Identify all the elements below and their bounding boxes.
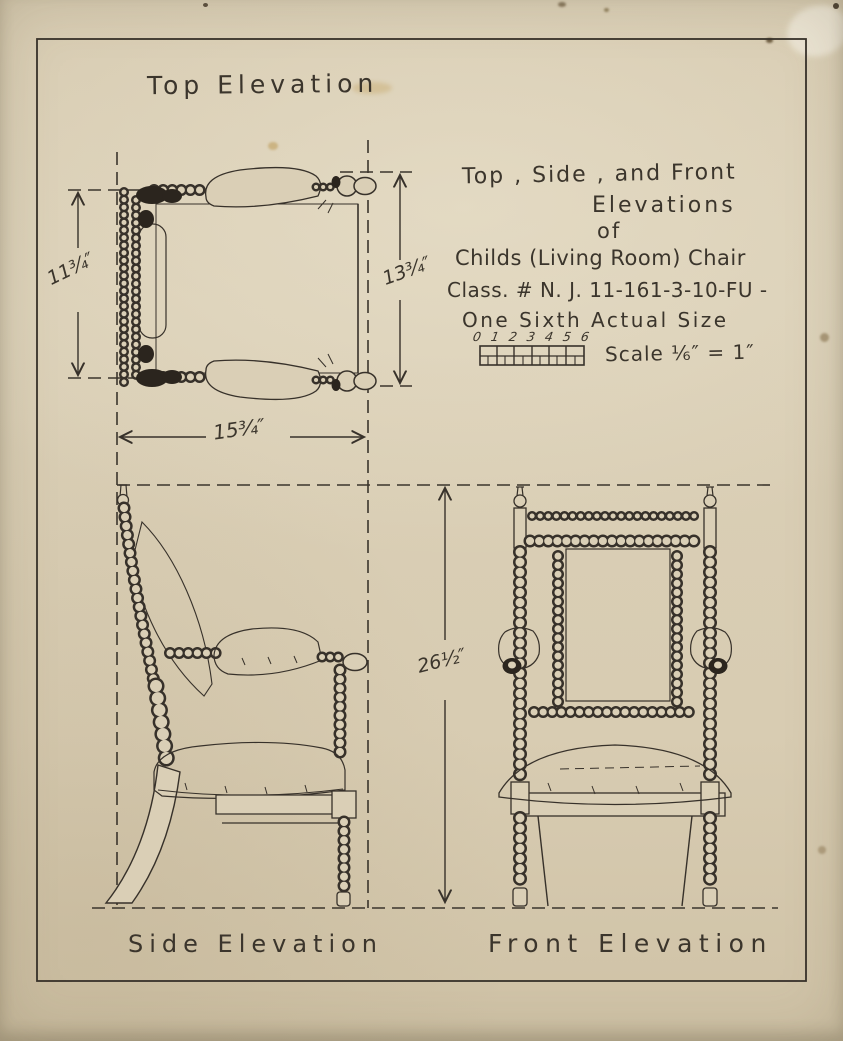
title-line-3: of <box>597 219 622 243</box>
title-line-6: One Sixth Actual Size <box>462 308 729 332</box>
top-elevation-label: Top Elevation <box>146 68 379 101</box>
scale-label: Scale ⅙″ = 1″ <box>604 339 755 367</box>
sheet-border <box>36 38 807 982</box>
title-line-4: Childs (Living Room) Chair <box>455 246 746 270</box>
side-elevation-label: Side Elevation <box>128 930 384 958</box>
title-line-5: Class. # N. J. 11-161-3-10-FU - <box>447 278 768 302</box>
top-elevation-drawing <box>119 166 377 401</box>
title-line-2: Elevations <box>592 193 736 218</box>
scale-bar <box>479 345 585 366</box>
front-elevation-label: Front Elevation <box>488 929 773 958</box>
front-elevation-drawing <box>498 486 732 907</box>
side-elevation-drawing <box>104 484 368 907</box>
dimension-lines <box>78 175 445 902</box>
title-line-1: Top , Side , and Front <box>461 159 737 190</box>
